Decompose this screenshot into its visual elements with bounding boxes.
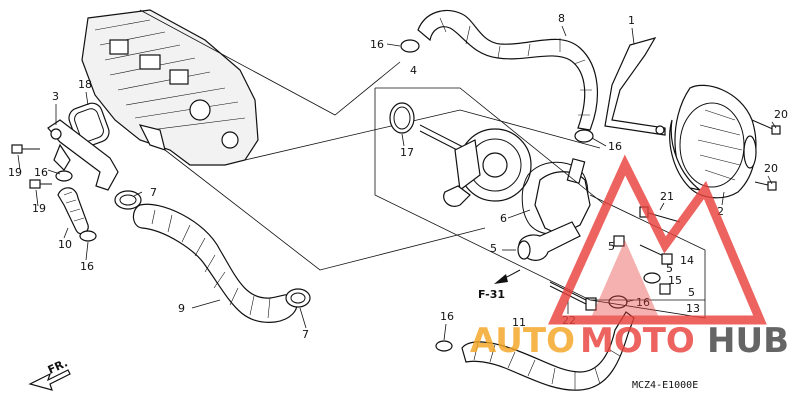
label-part-14: 14 [680, 254, 694, 267]
label-part-20-a: 20 [774, 108, 788, 121]
label-part-21: 21 [660, 190, 674, 203]
section-ref-label: F-31 [478, 288, 505, 301]
label-part-15: 15 [668, 274, 682, 287]
label-part-19-b: 19 [32, 202, 46, 215]
label-part-20-b: 20 [764, 162, 778, 175]
part-number-labels: 1 2 3 4 5 5 5 5 6 7 7 8 9 10 11 12 13 14… [8, 12, 788, 391]
label-part-16-b: 16 [608, 140, 622, 153]
part-2-fan-shroud [669, 84, 757, 199]
watermark-text-hub: HUB [707, 321, 789, 361]
bolt-19-a [11, 144, 40, 154]
part-1-bracket [604, 37, 666, 136]
part-9-radiator-hose [132, 203, 298, 323]
label-part-5-c: 5 [666, 262, 673, 275]
label-part-5-b: 5 [608, 240, 615, 253]
washer-15 [643, 272, 661, 284]
label-part-5-a: 5 [490, 242, 497, 255]
part-3-pipe [47, 119, 119, 191]
label-part-5-d: 5 [688, 286, 695, 299]
bolt-13 [659, 283, 671, 295]
label-part-16-c: 16 [34, 166, 48, 179]
label-part-10: 10 [58, 238, 72, 251]
label-part-8: 8 [558, 12, 565, 25]
label-part-7-b: 7 [302, 328, 309, 341]
reference-code: MCZ4-E1000E [632, 380, 698, 391]
label-part-16-e: 16 [636, 296, 650, 309]
label-part-17: 17 [400, 146, 414, 159]
engine-block [81, 9, 259, 166]
label-part-3: 3 [52, 90, 59, 103]
part-11-hose [461, 311, 635, 391]
label-part-1: 1 [628, 14, 635, 27]
label-part-2: 2 [717, 205, 724, 218]
label-part-16-d: 16 [80, 260, 94, 273]
part-4-water-pump [419, 124, 532, 207]
watermark-triangle-icon [548, 154, 767, 325]
part-5-pipe [517, 221, 581, 261]
clamp-16-c [400, 39, 420, 53]
clamp-16-a [55, 170, 73, 182]
bolt-20-a [751, 119, 781, 135]
label-part-11: 11 [512, 316, 526, 329]
bolt-19-b [29, 179, 52, 189]
label-part-6: 6 [500, 212, 507, 225]
label-part-4: 4 [410, 64, 417, 77]
bolt-14-b [639, 244, 673, 265]
bolt-14-a [613, 235, 625, 247]
watermark-logo: AUTO MOTO HUB [470, 154, 789, 361]
section-arrow [494, 269, 521, 284]
label-part-16-a: 16 [370, 38, 384, 51]
clamp-16-b [79, 230, 97, 242]
watermark-text-moto: MOTO [580, 321, 695, 361]
clamp-16-f [435, 340, 453, 352]
label-part-13: 13 [686, 302, 700, 315]
part-10-small-hose [57, 187, 89, 235]
watermark-text-auto: AUTO [470, 321, 575, 361]
label-part-19-a: 19 [8, 166, 22, 179]
part-17-o-ring [389, 102, 415, 134]
label-part-18: 18 [78, 78, 92, 91]
part-8-upper-hose [417, 9, 599, 131]
clamp-16-d [574, 129, 594, 143]
label-part-7-a: 7 [150, 186, 157, 199]
front-direction-arrow [28, 369, 71, 391]
part-7-clamp-lower [285, 288, 311, 308]
label-part-16-f: 16 [440, 310, 454, 323]
bolt-20-b [754, 181, 777, 191]
label-part-9: 9 [178, 302, 185, 315]
